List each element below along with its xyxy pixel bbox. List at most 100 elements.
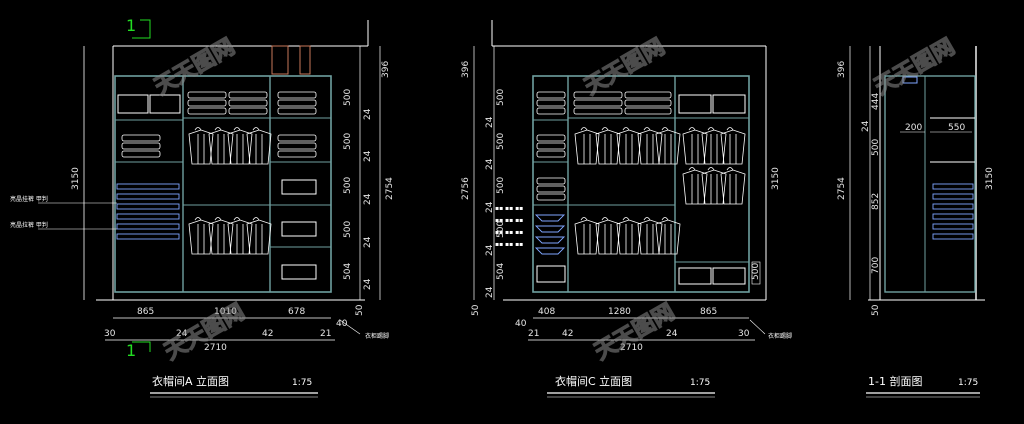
garment-icon <box>246 127 272 165</box>
hanging-clothes <box>574 127 746 255</box>
pants-rack <box>116 183 180 240</box>
dim-label: 396 <box>461 61 471 78</box>
dim-label: 21 <box>320 329 331 339</box>
dim-label: 30 <box>738 329 750 339</box>
dim-label: 444 <box>871 93 881 110</box>
dim-label: 50 <box>871 304 881 316</box>
watermark: 天天图网 <box>161 300 250 366</box>
dim-label: 550 <box>948 123 965 133</box>
svg-text:▪▪ ▪▪ ▪▪: ▪▪ ▪▪ ▪▪ <box>495 217 523 224</box>
garment-icon <box>616 127 642 165</box>
dim-label: 504 <box>343 263 353 280</box>
dim-label: 865 <box>700 307 717 317</box>
dim-label: 200 <box>905 123 922 133</box>
dim-total: 2756 <box>461 177 471 200</box>
dim-total: 2710 <box>620 343 643 353</box>
garment-icon <box>246 217 272 255</box>
dim-label: 396 <box>837 61 847 78</box>
dim-label: 500 <box>343 89 353 106</box>
garment-icon <box>655 127 681 165</box>
garment-icon <box>637 127 663 165</box>
pillar <box>271 45 289 75</box>
cabinet-section <box>884 75 976 293</box>
folded-clothes <box>121 91 317 158</box>
dim-label: 500 <box>496 221 506 238</box>
view-title: 衣帽间A 立面图 <box>152 374 229 388</box>
dim-label: 24 <box>363 193 373 205</box>
svg-text:▪▪ ▪▪ ▪▪: ▪▪ ▪▪ ▪▪ <box>495 205 523 212</box>
garment-icon <box>701 127 727 165</box>
dim-label: 700 <box>871 257 881 274</box>
watermark: 天天图网 <box>871 35 960 101</box>
dim-label: 500 <box>496 133 506 150</box>
dim-label: 24 <box>485 201 495 213</box>
elevation-c: ▪▪ ▪▪ ▪▪ ▪▪ ▪▪ ▪▪ ▪▪ ▪▪ ▪▪ ▪▪ ▪▪ ▪▪ 396 50… <box>461 20 792 398</box>
garment-icon <box>682 167 708 205</box>
cabinet-frame <box>532 75 750 293</box>
elevation-a: 1 <box>10 16 395 398</box>
cabinet-frame <box>114 75 332 293</box>
garment-icon <box>574 217 600 255</box>
dim-label: 500 <box>496 89 506 106</box>
view-scale: 1:75 <box>292 378 312 388</box>
garment-icon <box>637 217 663 255</box>
dim-label: 24 <box>485 116 495 128</box>
section-mark-bottom: 1 <box>126 341 136 360</box>
note-label: 亮晶挂裤 甲判 <box>10 195 48 203</box>
watermark: 天天图网 <box>581 35 670 101</box>
dim-label: 504 <box>496 263 506 280</box>
dim-label: 1280 <box>608 307 631 317</box>
dim-label: 500 <box>496 177 506 194</box>
garment-icon <box>682 127 708 165</box>
svg-text:▪▪ ▪▪ ▪▪: ▪▪ ▪▪ ▪▪ <box>495 229 523 236</box>
dim-label: 24 <box>485 244 495 256</box>
garment-icon <box>595 127 621 165</box>
dim-label: 500 <box>751 263 761 280</box>
view-scale: 1:75 <box>690 378 710 388</box>
shoe-rack <box>534 214 566 255</box>
dim-label: 24 <box>861 120 871 132</box>
dim-label: 678 <box>288 307 305 317</box>
dim-overall-height: 3150 <box>71 167 81 190</box>
dim-label: 50 <box>355 304 365 316</box>
view-title: 1-1 剖面图 <box>868 374 922 388</box>
dim-overall-height: 3150 <box>771 167 781 190</box>
pants-rack <box>932 183 974 240</box>
garment-icon <box>208 217 234 255</box>
section-1-1: 200 550 396 444 24 500 852 700 50 2754 3… <box>837 46 995 398</box>
dim-label: 24 <box>485 286 495 298</box>
side-markers: ▪▪ ▪▪ ▪▪ ▪▪ ▪▪ ▪▪ ▪▪ ▪▪ ▪▪ ▪▪ ▪▪ ▪▪ <box>495 205 523 248</box>
pillar <box>299 45 311 75</box>
dim-label: 500 <box>343 177 353 194</box>
dim-total: 2710 <box>204 343 227 353</box>
watermark: 天天图网 <box>151 35 240 101</box>
garment-icon <box>188 127 214 165</box>
garment-icon <box>574 127 600 165</box>
garment-icon <box>227 217 253 255</box>
dim-total: 2754 <box>837 177 847 200</box>
section-mark-top: 1 <box>126 16 136 35</box>
dim-label: 24 <box>176 329 188 339</box>
dim-label: 852 <box>871 193 881 210</box>
dim-label: 24 <box>363 150 373 162</box>
garment-icon <box>616 217 642 255</box>
dim-label: 24 <box>363 278 373 290</box>
svg-text:▪▪ ▪▪ ▪▪: ▪▪ ▪▪ ▪▪ <box>495 241 523 248</box>
dim-label: 30 <box>104 329 116 339</box>
garment-icon <box>595 217 621 255</box>
dim-label: 40 <box>336 319 348 329</box>
dim-total: 2754 <box>385 177 395 200</box>
leader-tag: 衣柜踢脚 <box>768 332 792 340</box>
dim-label: 24 <box>666 329 678 339</box>
view-title: 衣帽间C 立面图 <box>555 374 632 388</box>
dim-label: 500 <box>343 133 353 150</box>
garment-icon <box>188 217 214 255</box>
garment-icon <box>720 127 746 165</box>
dim-label: 24 <box>485 158 495 170</box>
garment-icon <box>208 127 234 165</box>
dim-label: 500 <box>871 139 881 156</box>
dim-label: 40 <box>515 319 527 329</box>
dim-label: 408 <box>538 307 555 317</box>
